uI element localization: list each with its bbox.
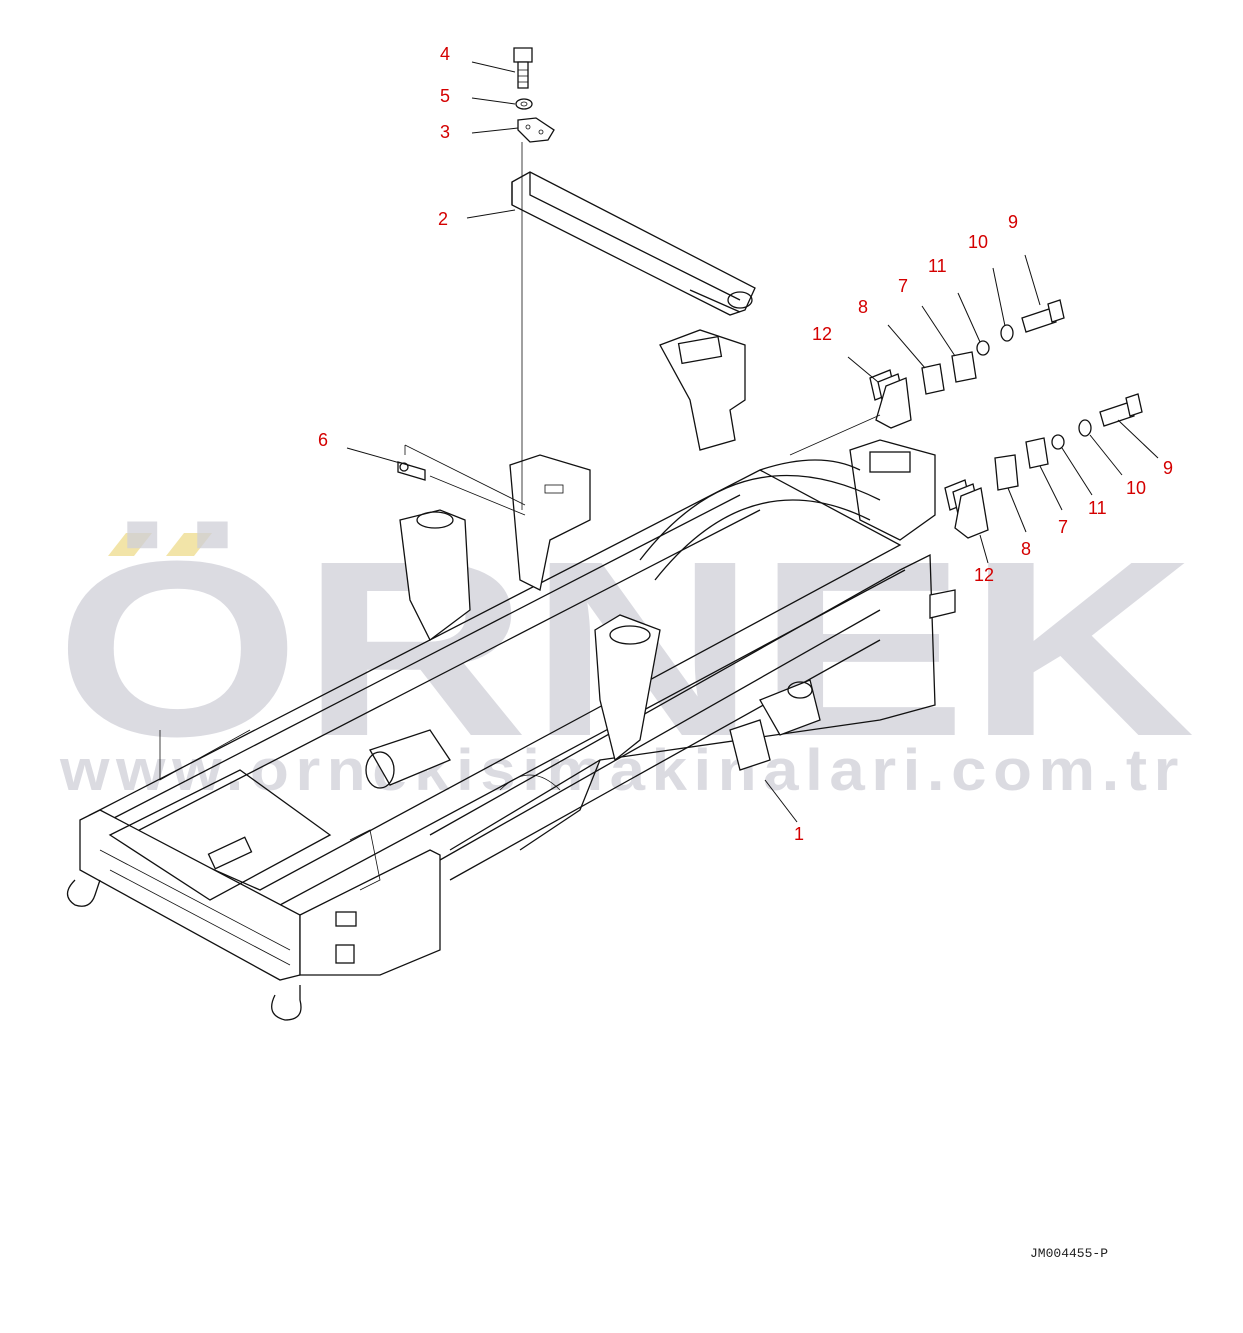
assembly-line-upper bbox=[789, 414, 881, 456]
cross-beam bbox=[511, 171, 756, 316]
callout-9-upper: 9 bbox=[1008, 212, 1018, 232]
assembly-line-pin bbox=[404, 444, 526, 516]
drawing-code: JM004455-P bbox=[1030, 1246, 1108, 1261]
callout-1: 1 bbox=[794, 824, 804, 844]
callout-10-upper: 10 bbox=[968, 232, 988, 252]
callout-12-lower: 12 bbox=[974, 565, 994, 585]
callout-8-lower: 8 bbox=[1021, 539, 1031, 559]
bolt-top bbox=[513, 47, 533, 89]
callout-7-lower: 7 bbox=[1058, 517, 1068, 537]
callout-12-upper: 12 bbox=[812, 324, 832, 344]
hardware-group-lower bbox=[944, 393, 1143, 539]
callout-5: 5 bbox=[440, 86, 450, 106]
callout-6: 6 bbox=[318, 430, 328, 450]
callout-10-lower: 10 bbox=[1126, 478, 1146, 498]
callout-3: 3 bbox=[440, 122, 450, 142]
watermark-accent-right bbox=[166, 533, 212, 556]
hardware-group-upper bbox=[869, 299, 1065, 429]
main-frame bbox=[66, 329, 956, 1021]
watermark-accent-left bbox=[108, 533, 152, 556]
callout-11-lower: 11 bbox=[1088, 498, 1107, 518]
callout-11-upper: 11 bbox=[928, 256, 947, 276]
leader-lines bbox=[346, 61, 1159, 823]
pin-part bbox=[397, 461, 426, 481]
callout-4: 4 bbox=[440, 44, 450, 64]
callout-7-upper: 7 bbox=[898, 276, 908, 296]
plate-part bbox=[517, 117, 555, 143]
callouts: 4 5 3 2 6 12 8 7 11 10 9 9 10 11 7 8 12 … bbox=[318, 44, 1173, 844]
callout-2: 2 bbox=[438, 209, 448, 229]
callout-8-upper: 8 bbox=[858, 297, 868, 317]
washer-top bbox=[515, 98, 533, 110]
callout-9-lower: 9 bbox=[1163, 458, 1173, 478]
